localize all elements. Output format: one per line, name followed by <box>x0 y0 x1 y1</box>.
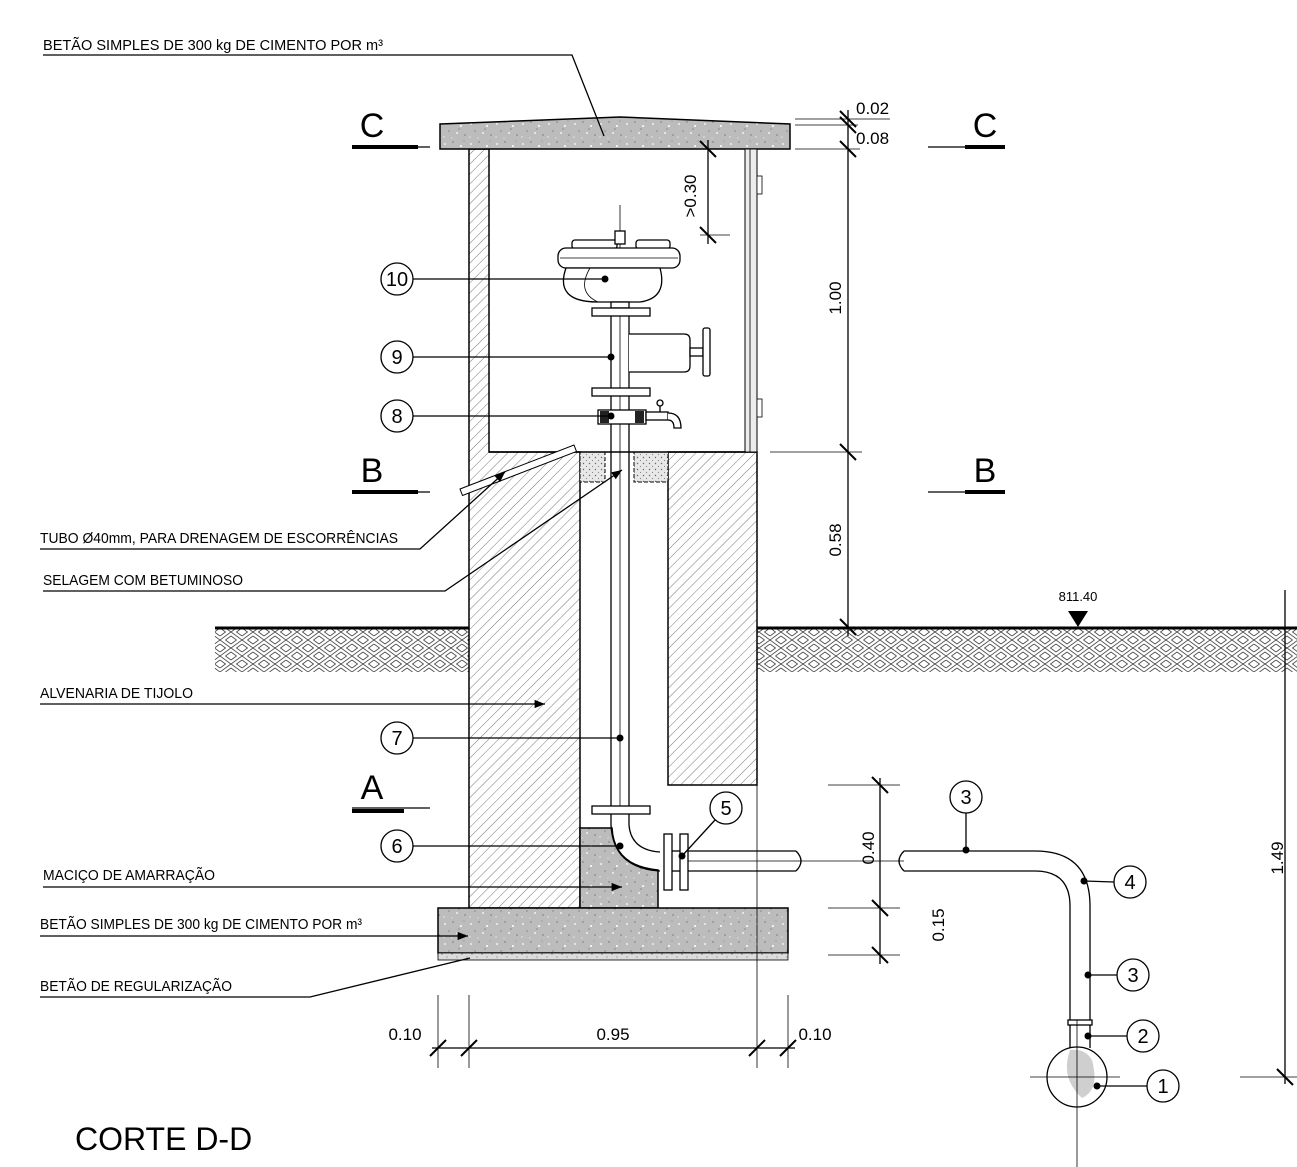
callout-label: 2 <box>1137 1026 1148 1048</box>
flange-coupling-b <box>679 833 689 891</box>
callout-1: 1 <box>1093 1069 1180 1103</box>
air-valve <box>557 230 681 317</box>
pipework <box>557 205 1120 1167</box>
dim-wall-left: 0.10 <box>388 1025 421 1044</box>
elbow-right <box>1034 850 1091 907</box>
hinge-top <box>756 175 763 195</box>
label-drain-tube: TUBO Ø40mm, PARA DRENAGEM DE ESCORRÊNCIA… <box>40 530 398 547</box>
label-sealing: SELAGEM COM BETUMINOSO <box>43 572 243 589</box>
dim-inner-width: 0.95 <box>596 1025 629 1044</box>
chamber-door <box>744 148 763 453</box>
callout-label: 3 <box>1127 965 1138 987</box>
section-mark-a-left: A <box>361 769 384 807</box>
masonry-right-block <box>667 451 758 786</box>
callout-label: 7 <box>391 728 402 750</box>
callout-label: 9 <box>391 347 402 369</box>
dim-base: 0.15 <box>929 908 948 941</box>
section-mark-b-right: B <box>974 452 997 490</box>
callout-5: 5 <box>678 791 743 860</box>
ground-level-value: 811.40 <box>1059 589 1098 604</box>
flange-coupling-a <box>663 833 673 891</box>
elbow-bottom <box>610 814 661 872</box>
label-masonry: ALVENARIA DE TIJOLO <box>40 685 193 702</box>
callout-6: 6 <box>380 829 624 863</box>
callout-8: 8 <box>380 399 615 433</box>
callout-label: 10 <box>386 269 408 291</box>
ground-hatch-right <box>757 629 1297 672</box>
label-base-slab: BETÃO SIMPLES DE 300 kg DE CIMENTO POR m… <box>40 916 362 933</box>
section-mark-b-left: B <box>361 452 384 490</box>
handwheel-icon <box>702 327 711 377</box>
flange-lower <box>591 805 651 815</box>
callout-label: 4 <box>1124 872 1135 894</box>
callouts: 10 9 8 7 6 5 3 <box>380 262 1180 1103</box>
callout-label: 1 <box>1157 1076 1168 1098</box>
dim-wall-right: 0.10 <box>798 1025 831 1044</box>
callout-9: 9 <box>380 340 615 374</box>
callout-label: 8 <box>391 406 402 428</box>
drain-tube <box>459 444 578 497</box>
dim-chamber: 1.00 <box>826 281 845 314</box>
leveling-layer <box>437 952 789 961</box>
label-top-slab: BETÃO SIMPLES DE 300 kg DE CIMENTO POR m… <box>43 37 383 54</box>
dim-plinth: 0.58 <box>826 523 845 556</box>
section-mark-c-left: C <box>360 107 385 145</box>
section-mark-c-right: C <box>973 107 998 145</box>
drawing-title: CORTE D-D <box>75 1121 252 1157</box>
callout-4: 4 <box>1080 865 1147 899</box>
material-labels: BETÃO SIMPLES DE 300 kg DE CIMENTO POR m… <box>40 37 623 998</box>
masonry <box>459 148 758 909</box>
dim-clearance: >0.30 <box>681 174 700 217</box>
hinge-bottom <box>756 398 763 418</box>
callout-7: 7 <box>380 721 624 755</box>
drain-tap <box>597 399 682 429</box>
callout-10: 10 <box>380 262 609 296</box>
section-marks: C C B B A <box>352 107 1005 813</box>
level-triangle-icon <box>1068 611 1088 627</box>
dim-pipe-height: 0.40 <box>859 831 878 864</box>
label-thrust-block: MACIÇO DE AMARRAÇÃO <box>43 867 215 884</box>
callout-3-side: 3 <box>1084 958 1150 992</box>
ground <box>215 626 1297 672</box>
sealing-left <box>579 451 606 483</box>
top-slab <box>439 116 791 150</box>
dim-slope: 0.02 <box>856 99 889 118</box>
base-slab <box>437 907 789 954</box>
callout-label: 6 <box>391 836 402 858</box>
callout-2: 2 <box>1084 1019 1160 1053</box>
sealing-right <box>633 451 669 483</box>
callout-label: 3 <box>960 787 971 809</box>
pipe-joint <box>1067 1019 1093 1026</box>
gate-valve <box>591 327 711 397</box>
dim-slab: 0.08 <box>856 129 889 148</box>
label-leveling: BETÃO DE REGULARIZAÇÃO <box>40 978 232 995</box>
callout-label: 5 <box>720 798 731 820</box>
callout-3-top: 3 <box>949 780 983 854</box>
ground-level-marker: 811.40 <box>1059 589 1098 627</box>
dimensions: 0.02 0.08 1.00 0.58 >0.30 0.40 0.15 1.49… <box>388 99 1297 1086</box>
thrust-block <box>579 827 659 909</box>
ground-hatch-left <box>215 629 469 672</box>
dim-depth: 1.49 <box>1268 841 1287 874</box>
